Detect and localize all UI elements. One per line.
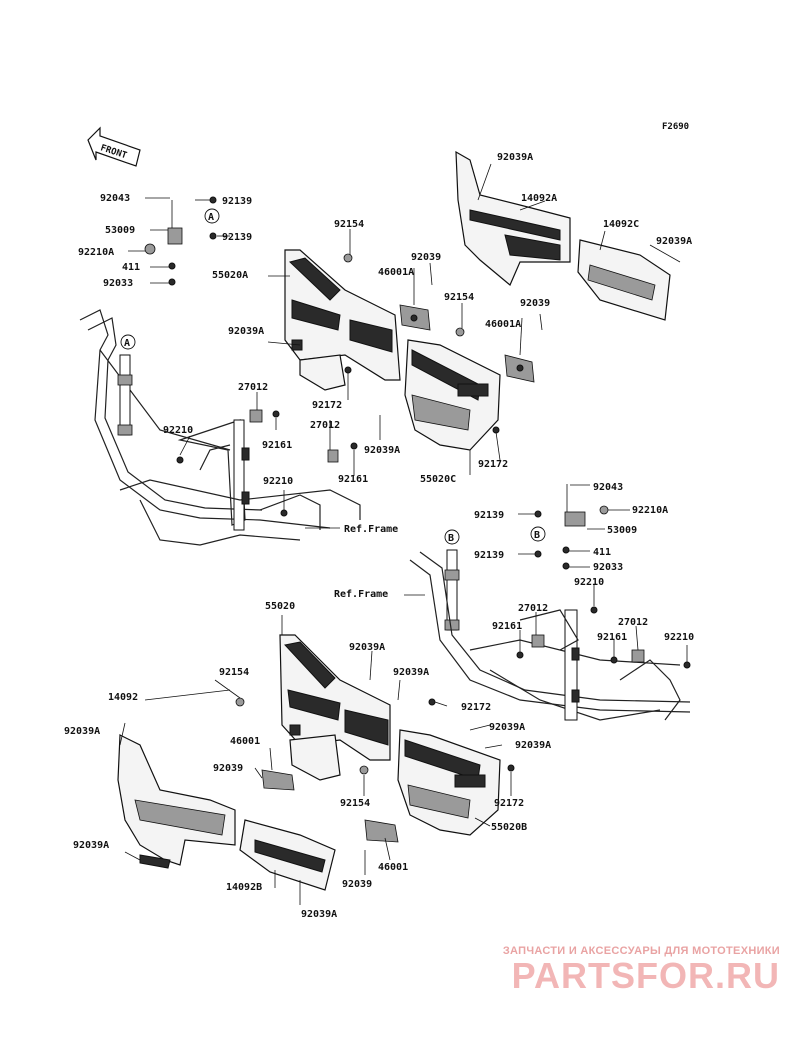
label-92161-1: 92161	[262, 440, 292, 451]
label-92139-a1: 92139	[222, 196, 252, 207]
label-92210-4: 92210	[664, 632, 694, 643]
marker-b-frame: B	[448, 533, 454, 544]
label-92039a-5: 92039A	[349, 642, 385, 653]
label-92039a-10: 92039A	[73, 840, 109, 851]
label-27012-3: 27012	[518, 603, 548, 614]
label-92033-b: 92033	[593, 562, 623, 573]
bolt-lower-92172	[428, 698, 436, 706]
label-53009-a: 53009	[105, 225, 135, 236]
panel-14092b	[239, 819, 336, 891]
label-92154-4: 92154	[340, 798, 370, 809]
label-92172-4: 92172	[494, 798, 524, 809]
label-55020: 55020	[265, 601, 295, 612]
label-92039a-6: 92039A	[393, 667, 429, 678]
label-46001a-2: 46001A	[485, 319, 521, 330]
label-92039a-11: 92039A	[301, 909, 337, 920]
label-92210a-a: 92210A	[78, 247, 114, 258]
frame-left-upper	[79, 309, 361, 546]
label-92210-2: 92210	[263, 476, 293, 487]
clip-46001-2	[364, 819, 399, 843]
label-55020a: 55020A	[212, 270, 248, 281]
label-92161-2: 92161	[338, 474, 368, 485]
label-46001-2: 46001	[378, 862, 408, 873]
label-92154-2: 92154	[444, 292, 474, 303]
label-92154-1: 92154	[334, 219, 364, 230]
label-92172-1: 92172	[312, 400, 342, 411]
label-92039a-7: 92039A	[64, 726, 100, 737]
label-92039a-9: 92039A	[515, 740, 551, 751]
label-27012-2: 27012	[310, 420, 340, 431]
bolt-lower-92172-b	[507, 764, 515, 772]
label-92039-3: 92039	[213, 763, 243, 774]
label-92039-2: 92039	[520, 298, 550, 309]
panel-55020	[279, 634, 391, 781]
label-92039a-1: 92039A	[497, 152, 533, 163]
label-46001-1: 46001	[230, 736, 260, 747]
panel-55020b	[397, 729, 501, 836]
label-27012-1: 27012	[238, 382, 268, 393]
label-92039-1: 92039	[411, 252, 441, 263]
label-27012-4: 27012	[618, 617, 648, 628]
panel-55020a	[284, 249, 401, 391]
bolt-92154	[343, 253, 353, 263]
label-92154-3: 92154	[219, 667, 249, 678]
figure-code: F2690	[662, 122, 689, 132]
label-411-b: 411	[593, 547, 611, 558]
label-92172-3: 92172	[461, 702, 491, 713]
label-92210-1: 92210	[163, 425, 193, 436]
label-92033-a: 92033	[103, 278, 133, 289]
label-92139-b1: 92139	[474, 510, 504, 521]
hardware-group-b	[518, 484, 630, 570]
bolt-92154-b	[455, 327, 465, 337]
label-14092a: 14092A	[521, 193, 557, 204]
bolt-lower-92154	[235, 697, 245, 707]
watermark: ЗАПЧАСТИ И АКСЕССУАРЫ ДЛЯ МОТОТЕХНИКИ PA…	[480, 945, 780, 995]
label-92039-4: 92039	[342, 879, 372, 890]
marker-a: A	[208, 212, 214, 223]
label-14092c: 14092C	[603, 219, 639, 230]
label-92139-b2: 92139	[474, 550, 504, 561]
label-92161-4: 92161	[597, 632, 627, 643]
marker-a-frame: A	[124, 338, 130, 349]
label-92210a-b: 92210A	[632, 505, 668, 516]
part-labels: 92039A 14092A 14092C 92039A 92043 92139 …	[64, 152, 694, 920]
label-53009-b: 53009	[607, 525, 637, 536]
panel-55020c	[404, 339, 501, 451]
label-92139-a2: 92139	[222, 232, 252, 243]
clip-46001a-1	[399, 304, 431, 331]
label-92039a-2: 92039A	[656, 236, 692, 247]
label-92172-2: 92172	[478, 459, 508, 470]
label-92039a-8: 92039A	[489, 722, 525, 733]
label-14092: 14092	[108, 692, 138, 703]
clip-46001-1	[261, 769, 295, 791]
label-14092b: 14092B	[226, 882, 262, 893]
label-55020b: 55020B	[491, 822, 527, 833]
label-411-a: 411	[122, 262, 140, 273]
label-ref-frame-2: Ref.Frame	[334, 589, 388, 600]
label-92043-b: 92043	[593, 482, 623, 493]
front-arrow-icon: FRONT	[87, 126, 141, 167]
hardware-group-a	[128, 196, 230, 286]
bolt-92172	[344, 366, 352, 374]
label-92039a-4: 92039A	[364, 445, 400, 456]
label-92043-a: 92043	[100, 193, 130, 204]
frame-right-lower	[409, 529, 691, 721]
panel-14092c	[577, 239, 671, 321]
panel-14092	[117, 734, 236, 869]
marker-b: B	[534, 530, 540, 541]
panel-14092a	[455, 150, 571, 286]
watermark-brand: PARTSFOR.RU	[511, 955, 780, 996]
label-92039a-3: 92039A	[228, 326, 264, 337]
clip-46001a-2	[504, 354, 535, 383]
label-46001a-1: 46001A	[378, 267, 414, 278]
watermark-tagline: ЗАПЧАСТИ И АКСЕССУАРЫ ДЛЯ МОТОТЕХНИКИ	[502, 945, 780, 957]
label-55020c: 55020C	[420, 474, 456, 485]
leader-lines	[119, 163, 688, 905]
label-92210-3: 92210	[574, 577, 604, 588]
label-ref-frame-1: Ref.Frame	[344, 524, 398, 535]
bolt-lower-92154-b	[359, 765, 369, 775]
label-92161-3: 92161	[492, 621, 522, 632]
